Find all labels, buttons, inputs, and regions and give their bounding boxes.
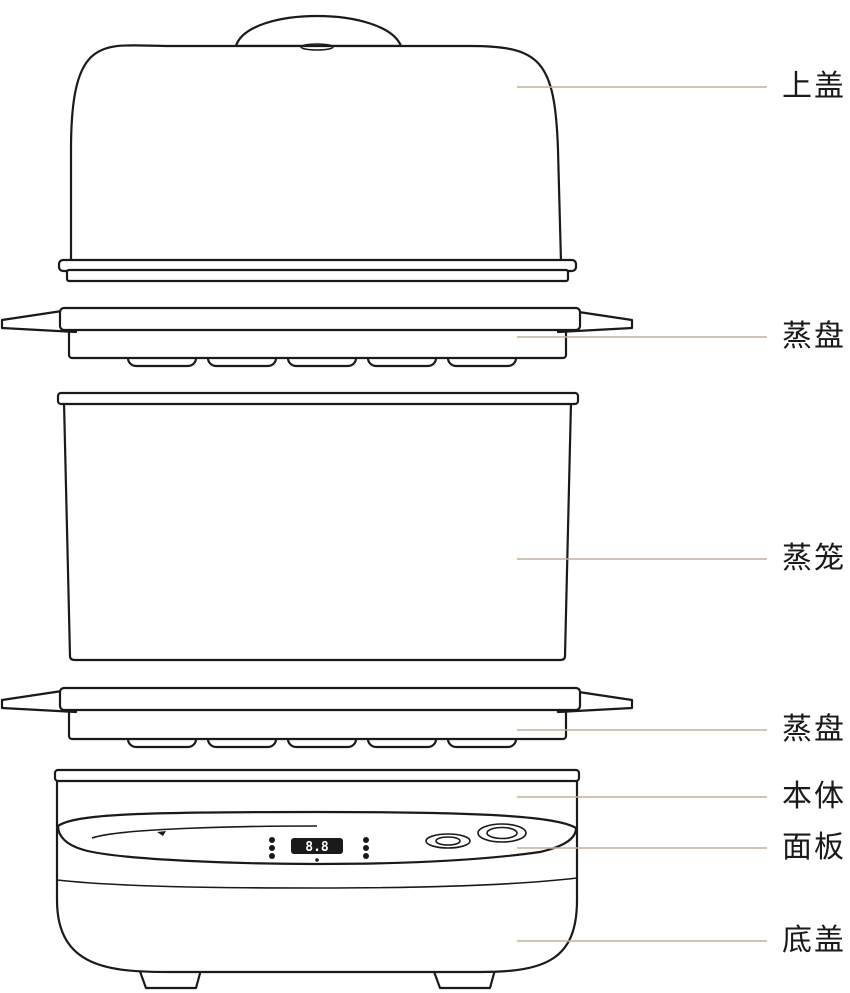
panel-buttons-right <box>363 837 369 859</box>
lid-rim-lower <box>65 268 570 283</box>
tray-lower-rim <box>58 686 582 712</box>
lid-dome <box>69 44 563 264</box>
label-main-body: 本体 <box>782 779 846 814</box>
panel-display-readout: 8.8 <box>305 840 329 855</box>
panel-indicator <box>157 831 166 836</box>
steam-tray-upper <box>0 306 634 368</box>
tray-lower-base <box>67 706 568 741</box>
steam-tray-lower <box>0 686 634 749</box>
body-shell <box>55 778 579 974</box>
main-body: 8.8 <box>53 768 581 974</box>
panel-knob-large <box>477 823 527 843</box>
label-control-panel: 面板 <box>782 830 846 865</box>
body-band <box>56 877 578 889</box>
lid <box>57 15 578 283</box>
basket-rim <box>56 391 580 406</box>
steam-basket <box>56 391 580 662</box>
panel-buttons-left <box>269 837 275 859</box>
leader-lines <box>517 86 767 942</box>
label-lid: 上盖 <box>782 69 846 104</box>
tray-upper-rim <box>58 306 582 332</box>
lid-vent <box>300 43 334 51</box>
label-steam-tray-lower: 蒸盘 <box>782 712 846 747</box>
panel-display <box>291 838 343 854</box>
basket-wall <box>62 400 573 662</box>
panel-knob-small <box>425 833 471 849</box>
tray-upper-base <box>67 326 568 360</box>
label-steam-basket: 蒸笼 <box>782 541 846 576</box>
label-steam-tray-upper: 蒸盘 <box>782 319 846 354</box>
label-base-cover: 底盖 <box>782 923 846 958</box>
body-top-rim <box>53 768 581 783</box>
lid-knob <box>234 15 403 48</box>
